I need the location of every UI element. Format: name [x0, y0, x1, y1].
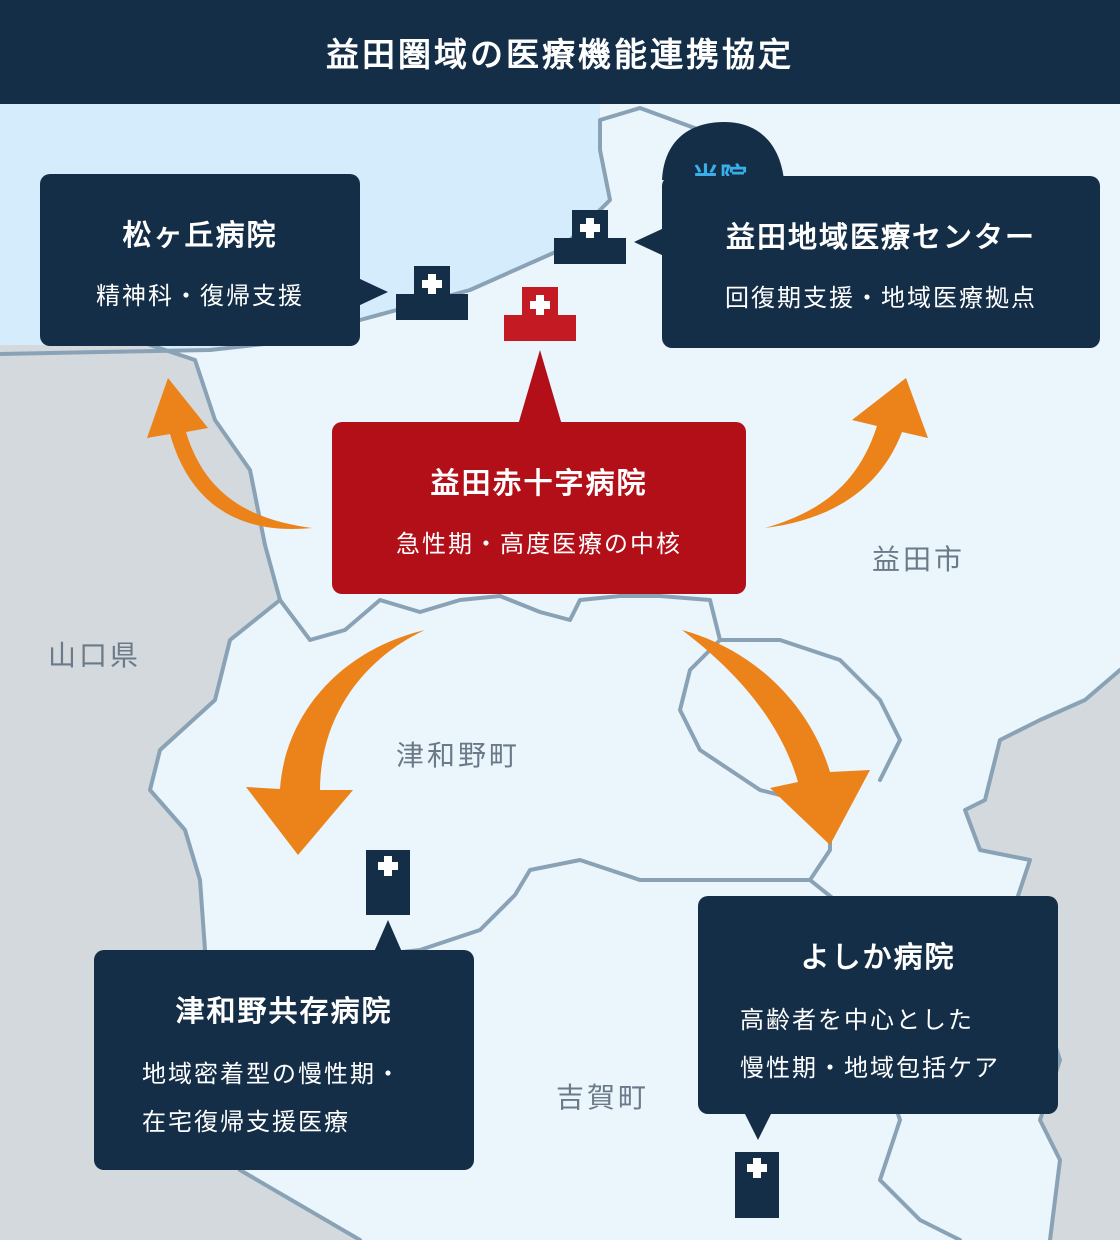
hospital-role: 回復期支援・地域医療拠点 [725, 284, 1037, 312]
tail-masuda-center [634, 228, 664, 256]
arrow-to-yoshika [682, 630, 870, 845]
hospital-role: 精神科・復帰支援 [96, 282, 304, 310]
region-label-yamaguchi: 山口県 [48, 639, 142, 672]
matsugaoka-box: 松ヶ丘病院 精神科・復帰支援 [40, 174, 360, 346]
region-label-tsuwano: 津和野町 [396, 739, 521, 772]
hospital-name: 松ヶ丘病院 [122, 218, 278, 252]
arrow-to-tsuwano [246, 630, 425, 855]
red-cross-box: 益田赤十字病院 急性期・高度医療の中核 [332, 422, 746, 594]
yoshika-box: よしか病院 高齢者を中心とした 慢性期・地域包括ケア [698, 896, 1058, 1114]
arrow-to-matsugaoka [147, 378, 312, 529]
tail-tsuwano [374, 920, 402, 952]
coastline [0, 106, 702, 356]
hospital-role-line1: 高齢者を中心とした [740, 1006, 974, 1034]
hospital-name: 津和野共存病院 [175, 994, 393, 1028]
hospital-role-line1: 地域密着型の慢性期・ [142, 1060, 402, 1088]
tsuwano-box: 津和野共存病院 地域密着型の慢性期・ 在宅復帰支援医療 [94, 950, 474, 1170]
center-role: 急性期・高度医療の中核 [396, 530, 682, 558]
tail-red-center [518, 350, 562, 425]
region-label-masuda-city: 益田市 [872, 543, 966, 576]
hospital-name: よしか病院 [800, 940, 956, 974]
hospital-name: 益田地域医療センター [725, 220, 1036, 254]
page-title: 益田圏域の医療機能連携協定 [0, 0, 1120, 104]
arrow-to-masuda-center [765, 378, 928, 528]
badge-bubble [662, 122, 784, 180]
inner-boundary [718, 638, 902, 782]
tail-matsugaoka [358, 278, 388, 306]
region-label-yoshika: 吉賀町 [556, 1081, 650, 1114]
hospital-role-line2: 在宅復帰支援医療 [142, 1108, 350, 1136]
hospital-role-line2: 慢性期・地域包括ケア [740, 1054, 1000, 1082]
town-border-south [328, 858, 862, 962]
tail-yoshika [744, 1112, 772, 1140]
center-name: 益田赤十字病院 [430, 466, 648, 500]
masuda-center-box: 益田地域医療センター 回復期支援・地域医療拠点 [662, 176, 1100, 348]
